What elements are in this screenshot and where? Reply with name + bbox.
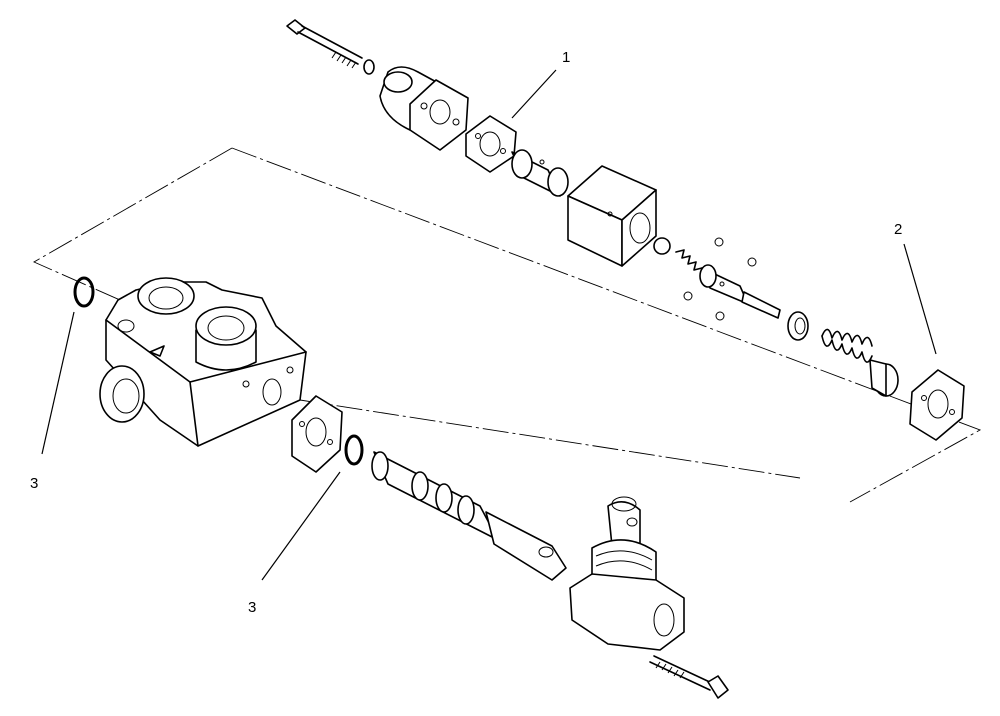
callout-label-2: 2 <box>894 221 902 238</box>
handle-bracket <box>569 496 685 651</box>
detent-balls <box>683 237 757 321</box>
lock-washer <box>363 59 375 75</box>
leader-line-3-left <box>41 311 75 455</box>
plunger <box>699 264 781 319</box>
callout-label-1: 1 <box>562 49 570 66</box>
cylinder-housing <box>379 66 469 151</box>
spring-seat <box>787 311 809 341</box>
end-cap <box>869 359 899 397</box>
o-ring-lower <box>344 434 364 466</box>
sleeve <box>511 149 569 197</box>
spool <box>371 451 567 581</box>
callout-label-3-lower: 3 <box>248 599 256 616</box>
spring-large <box>821 328 873 363</box>
gasket-lower <box>291 395 343 473</box>
check-ball <box>653 237 671 255</box>
cap-screw-bottom <box>649 655 729 699</box>
o-ring-left <box>73 276 95 308</box>
leader-line-1 <box>511 69 557 119</box>
leader-line-2 <box>903 243 937 355</box>
main-valve-body <box>99 277 307 447</box>
spring-small <box>675 249 703 271</box>
leader-line-3-lower <box>261 471 341 581</box>
callout-label-3-left: 3 <box>30 475 38 492</box>
valve-block-small <box>567 165 657 267</box>
cap-screw-top <box>286 19 363 69</box>
gasket-2 <box>909 369 965 441</box>
gasket-1 <box>465 115 517 173</box>
